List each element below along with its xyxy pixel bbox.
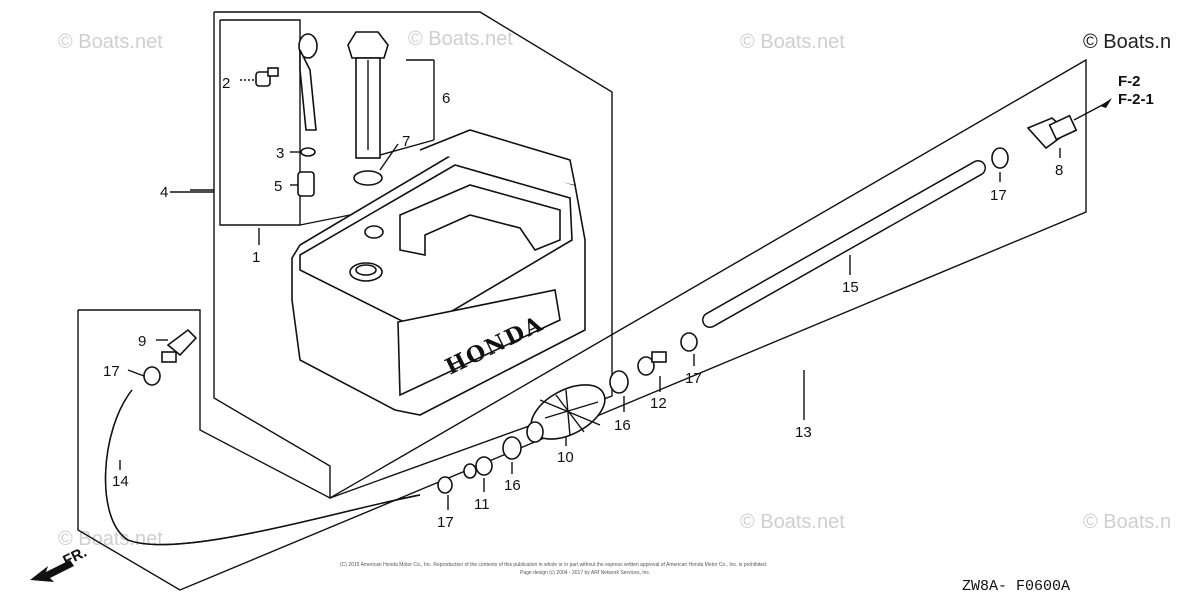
figure-ref-f2-1: F-2-1 xyxy=(1118,91,1154,108)
diagram-code: ZW8A- F0600A xyxy=(962,578,1070,595)
part-9-connector xyxy=(161,328,198,363)
part-12-joint xyxy=(637,351,667,376)
part-14-hose xyxy=(104,389,421,546)
copyright-line: (C) 2015 American Honda Motor Co., Inc. … xyxy=(340,562,767,568)
watermark: © Boats.net xyxy=(740,511,845,533)
callout-17: 17 xyxy=(103,363,120,380)
figure-ref-f2: F-2 xyxy=(1118,73,1141,90)
leader-lines xyxy=(119,148,1061,510)
callout-5: 5 xyxy=(274,178,282,195)
callout-15: 15 xyxy=(842,279,859,296)
part-3-washer xyxy=(300,147,316,157)
callout-1: 1 xyxy=(252,249,260,266)
part-8-connector xyxy=(1026,98,1112,150)
callout-17: 17 xyxy=(437,514,454,531)
callout-4: 4 xyxy=(160,184,168,201)
part-16-clamp xyxy=(609,370,629,394)
callout-16: 16 xyxy=(614,417,631,434)
part-15-hose xyxy=(702,160,986,328)
callout-3: 3 xyxy=(276,145,284,162)
callout-7: 7 xyxy=(402,133,410,150)
callout-17: 17 xyxy=(685,370,702,387)
callout-17: 17 xyxy=(990,187,1007,204)
part-17-clamp xyxy=(991,147,1009,169)
callout-12: 12 xyxy=(650,395,667,412)
hose-assembly-outline xyxy=(77,58,1087,591)
watermark: © Boats.n xyxy=(1083,31,1171,53)
callout-2: 2 xyxy=(222,75,230,92)
callout-14: 14 xyxy=(112,473,129,490)
part-7-seal xyxy=(353,170,383,186)
callout-6: 6 xyxy=(442,90,450,107)
watermark: © Boats.net xyxy=(740,31,845,53)
watermark: © Boats.n xyxy=(1083,511,1171,533)
part-2-screw xyxy=(240,67,279,87)
part-10-primer-bulb xyxy=(526,384,606,443)
part-6-cap xyxy=(347,31,435,159)
part-11-joint xyxy=(463,456,493,479)
callout-13: 13 xyxy=(795,424,812,441)
copyright-line: Page design (c) 2004 - 2017 by ARI Netwo… xyxy=(520,570,650,576)
callout-11: 11 xyxy=(474,496,490,513)
part-1-gauge xyxy=(298,33,318,131)
part-16-clamp xyxy=(502,436,522,460)
callout-9: 9 xyxy=(138,333,146,350)
watermark: © Boats.net xyxy=(408,28,513,50)
part-5-filter xyxy=(297,171,315,197)
callout-10: 10 xyxy=(557,449,574,466)
part-17-clamp xyxy=(143,366,161,386)
watermark: © Boats.net xyxy=(58,31,163,53)
callout-8: 8 xyxy=(1055,162,1063,179)
callout-labels: 1 2 3 4 5 6 7 8 9 10 11 12 13 14 15 16 1… xyxy=(103,75,1063,531)
watermark-layer: © Boats.net © Boats.net © Boats.net © Bo… xyxy=(58,28,1171,550)
callout-16: 16 xyxy=(504,477,521,494)
part-17-clamp xyxy=(437,476,453,494)
part-17-clamp xyxy=(680,332,698,352)
cap-subassembly-bracket xyxy=(190,19,351,226)
tank-assembly-outline xyxy=(213,11,613,499)
fuel-tank: HONDA xyxy=(291,129,586,416)
